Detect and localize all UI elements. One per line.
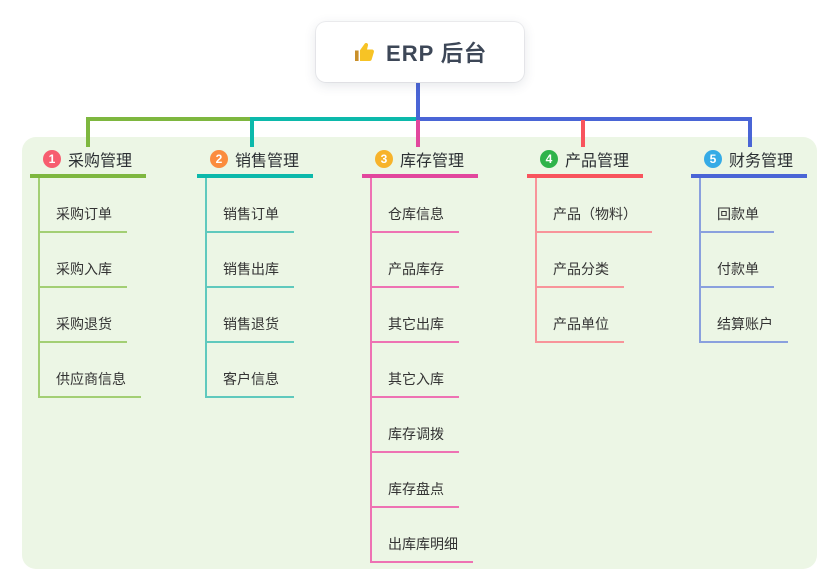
badge-4: 4 xyxy=(540,150,558,168)
badge-5: 5 xyxy=(704,150,722,168)
badge-1: 1 xyxy=(43,150,61,168)
root-node[interactable]: ERP 后台 xyxy=(316,22,524,82)
branch-inventory: 3 库存管理 仓库信息 产品库存 其它出库 其它入库 库存调拨 库存盘点 出库库… xyxy=(362,148,512,563)
branch-procurement: 1 采购管理 采购订单 采购入库 采购退货 供应商信息 xyxy=(30,148,180,398)
node-item[interactable]: 其它入库 xyxy=(372,369,459,398)
branch-title: 库存管理 xyxy=(400,153,465,170)
node-item[interactable]: 销售订单 xyxy=(207,204,294,233)
root-title: ERP 后台 xyxy=(386,41,487,66)
bus-line-blue xyxy=(416,117,752,121)
root-connector-line xyxy=(416,82,420,121)
node-item[interactable]: 付款单 xyxy=(701,259,774,288)
branch-children: 仓库信息 产品库存 其它出库 其它入库 库存调拨 库存盘点 出库库明细 xyxy=(370,178,512,563)
drop-line-sales xyxy=(250,117,254,147)
branch-node-finance[interactable]: 5 财务管理 xyxy=(691,148,807,178)
branch-sales: 2 销售管理 销售订单 销售出库 销售退货 客户信息 xyxy=(197,148,347,398)
badge-2: 2 xyxy=(210,150,228,168)
node-item[interactable]: 采购入库 xyxy=(40,259,127,288)
branch-children: 销售订单 销售出库 销售退货 客户信息 xyxy=(205,178,347,398)
node-item[interactable]: 回款单 xyxy=(701,204,774,233)
branch-title: 销售管理 xyxy=(235,153,300,170)
node-item[interactable]: 采购订单 xyxy=(40,204,127,233)
bus-line-green xyxy=(86,117,252,121)
node-item[interactable]: 供应商信息 xyxy=(40,369,141,398)
branch-node-sales[interactable]: 2 销售管理 xyxy=(197,148,313,178)
node-item[interactable]: 仓库信息 xyxy=(372,204,459,233)
node-item[interactable]: 客户信息 xyxy=(207,369,294,398)
branch-children: 采购订单 采购入库 采购退货 供应商信息 xyxy=(38,178,180,398)
node-item[interactable]: 产品库存 xyxy=(372,259,459,288)
node-item[interactable]: 结算账户 xyxy=(701,314,788,343)
branch-children: 产品（物料） 产品分类 产品单位 xyxy=(535,178,677,343)
node-item[interactable]: 库存调拨 xyxy=(372,424,459,453)
node-item[interactable]: 产品单位 xyxy=(537,314,624,343)
node-item[interactable]: 销售出库 xyxy=(207,259,294,288)
branch-title: 采购管理 xyxy=(68,153,133,170)
drop-line-inventory xyxy=(416,120,420,147)
branch-children: 回款单 付款单 结算账户 xyxy=(699,178,839,343)
badge-3: 3 xyxy=(375,150,393,168)
node-item[interactable]: 采购退货 xyxy=(40,314,127,343)
drop-line-product xyxy=(581,120,585,147)
branch-node-product[interactable]: 4 产品管理 xyxy=(527,148,643,178)
branch-title: 产品管理 xyxy=(565,153,630,170)
drop-line-finance xyxy=(748,120,752,147)
branch-finance: 5 财务管理 回款单 付款单 结算账户 xyxy=(691,148,839,343)
mindmap-canvas-panel xyxy=(22,137,817,569)
branch-product: 4 产品管理 产品（物料） 产品分类 产品单位 xyxy=(527,148,677,343)
branch-title: 财务管理 xyxy=(729,153,794,170)
drop-line-procurement xyxy=(86,117,90,147)
branch-node-inventory[interactable]: 3 库存管理 xyxy=(362,148,478,178)
node-item[interactable]: 产品（物料） xyxy=(537,204,652,233)
node-item[interactable]: 出库库明细 xyxy=(372,534,473,563)
thumbs-up-icon xyxy=(353,40,377,64)
node-item[interactable]: 销售退货 xyxy=(207,314,294,343)
node-item[interactable]: 产品分类 xyxy=(537,259,624,288)
bus-line-teal xyxy=(250,117,418,121)
node-item[interactable]: 库存盘点 xyxy=(372,479,459,508)
branch-node-procurement[interactable]: 1 采购管理 xyxy=(30,148,146,178)
node-item[interactable]: 其它出库 xyxy=(372,314,459,343)
